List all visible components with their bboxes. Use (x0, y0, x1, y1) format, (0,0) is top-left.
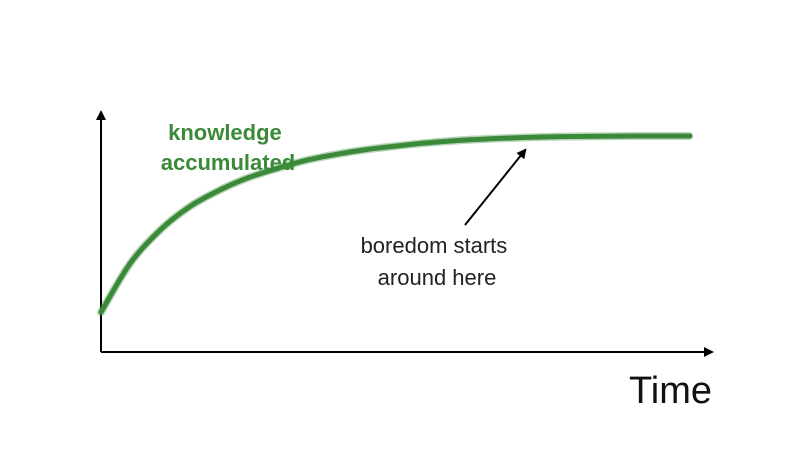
series-label: knowledge accumulated (161, 120, 296, 175)
annotation-arrow (464, 148, 527, 226)
annotation-line-2: around here (378, 265, 497, 290)
series-label-line-2: accumulated (161, 150, 296, 175)
series-line-knowledge-accumulated (98, 133, 693, 315)
plot-area (96, 110, 714, 357)
series-label-line-1: knowledge (168, 120, 282, 145)
annotation-line-1: boredom starts (361, 233, 508, 258)
x-axis-label: Time (629, 370, 712, 412)
annotation-text: boredom starts around here (361, 233, 514, 290)
